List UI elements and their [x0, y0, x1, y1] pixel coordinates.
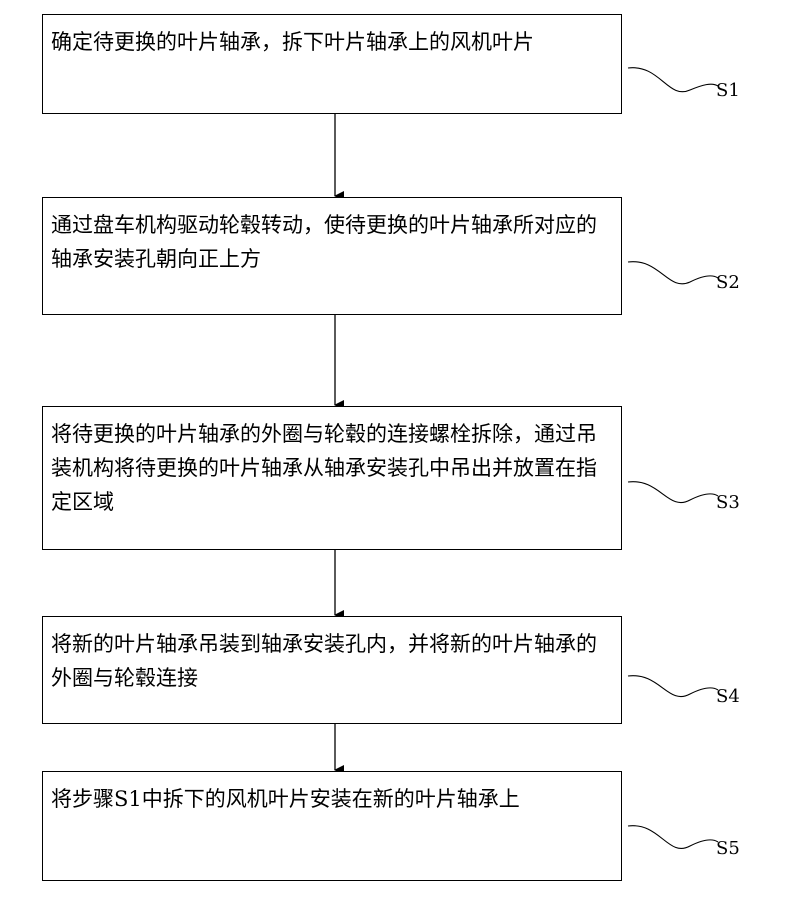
step-text-s2: 通过盘车机构驱动轮毂转动，使待更换的叶片轴承所对应的轴承安装孔朝向正上方	[51, 208, 611, 276]
step-box-s1: 确定待更换的叶片轴承，拆下叶片轴承上的风机叶片	[42, 14, 622, 114]
step-label-s4: S4	[716, 686, 740, 707]
step-text-s5: 将步骤S1中拆下的风机叶片安装在新的叶片轴承上	[51, 782, 611, 816]
leader-curve-s4	[628, 676, 718, 697]
step-box-s5: 将步骤S1中拆下的风机叶片安装在新的叶片轴承上	[42, 771, 622, 881]
step-label-s2: S2	[716, 272, 740, 293]
step-text-s3: 将待更换的叶片轴承的外圈与轮毂的连接螺栓拆除，通过吊装机构将待更换的叶片轴承从轴…	[51, 417, 611, 519]
step-box-s2: 通过盘车机构驱动轮毂转动，使待更换的叶片轴承所对应的轴承安装孔朝向正上方	[42, 197, 622, 315]
step-label-s3: S3	[716, 492, 740, 513]
step-box-s4: 将新的叶片轴承吊装到轴承安装孔内，并将新的叶片轴承的外圈与轮毂连接	[42, 616, 622, 724]
step-text-s1: 确定待更换的叶片轴承，拆下叶片轴承上的风机叶片	[51, 25, 611, 59]
leader-curve-s3	[628, 482, 718, 503]
leader-curve-s1	[628, 68, 718, 92]
step-text-s4: 将新的叶片轴承吊装到轴承安装孔内，并将新的叶片轴承的外圈与轮毂连接	[51, 627, 611, 695]
leader-curve-s5	[628, 826, 718, 849]
step-label-s1: S1	[716, 80, 740, 101]
step-label-s5: S5	[716, 838, 740, 859]
leader-curve-s2	[628, 262, 718, 284]
step-box-s3: 将待更换的叶片轴承的外圈与轮毂的连接螺栓拆除，通过吊装机构将待更换的叶片轴承从轴…	[42, 406, 622, 550]
